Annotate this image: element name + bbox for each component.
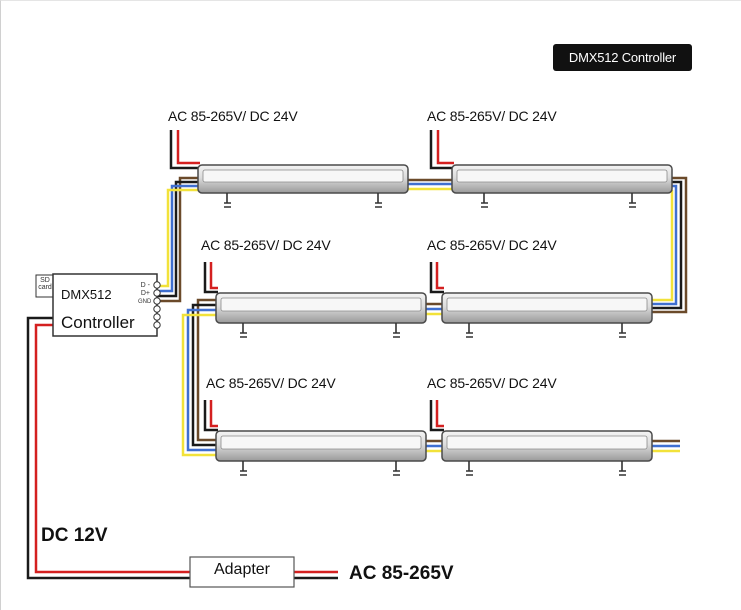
title-badge-text: DMX512 Controller [568, 50, 677, 65]
ac-input-label: AC 85-265V [349, 563, 454, 584]
pin-label-d-minus: D - [140, 282, 150, 289]
pin-label-gnd: GND [138, 299, 152, 305]
fixture-power-leads [169, 130, 454, 432]
fixture-row-3-right [441, 430, 653, 476]
title-badge: DMX512 Controller [553, 44, 692, 71]
fixture-power-label: AC 85-265V/ DC 24V [427, 375, 557, 391]
dc-power-wires [26, 316, 338, 580]
fixture-power-label: AC 85-265V/ DC 24V [427, 237, 557, 253]
controller-name: DMX512 [61, 287, 112, 302]
fixture-power-label: AC 85-265V/ DC 24V [206, 375, 336, 391]
sd-card-label: SD card [38, 277, 52, 291]
pin-label-d-plus: D+ [140, 290, 150, 297]
adapter-box [189, 556, 295, 588]
dc-voltage-label: DC 12V [41, 525, 108, 546]
adapter-label: Adapter [213, 561, 271, 578]
fixture-power-label: AC 85-265V/ DC 24V [201, 237, 331, 253]
controller-terminals [153, 281, 161, 329]
fixture-power-label: AC 85-265V/ DC 24V [168, 108, 298, 124]
controller-pin-labels: D - D+ GND [138, 282, 152, 306]
fixture-row-1-left [197, 164, 409, 208]
dmx-controller-box [35, 273, 161, 337]
fixture-row-3-left [215, 430, 427, 476]
fixture-row-2-right [441, 292, 653, 338]
fixture-row-2-left [215, 292, 427, 338]
controller-subtitle: Controller [61, 313, 135, 332]
fixture-row-1-right [451, 164, 673, 208]
dmx-signal-bus [157, 176, 688, 457]
fixture-power-label: AC 85-265V/ DC 24V [427, 108, 557, 124]
